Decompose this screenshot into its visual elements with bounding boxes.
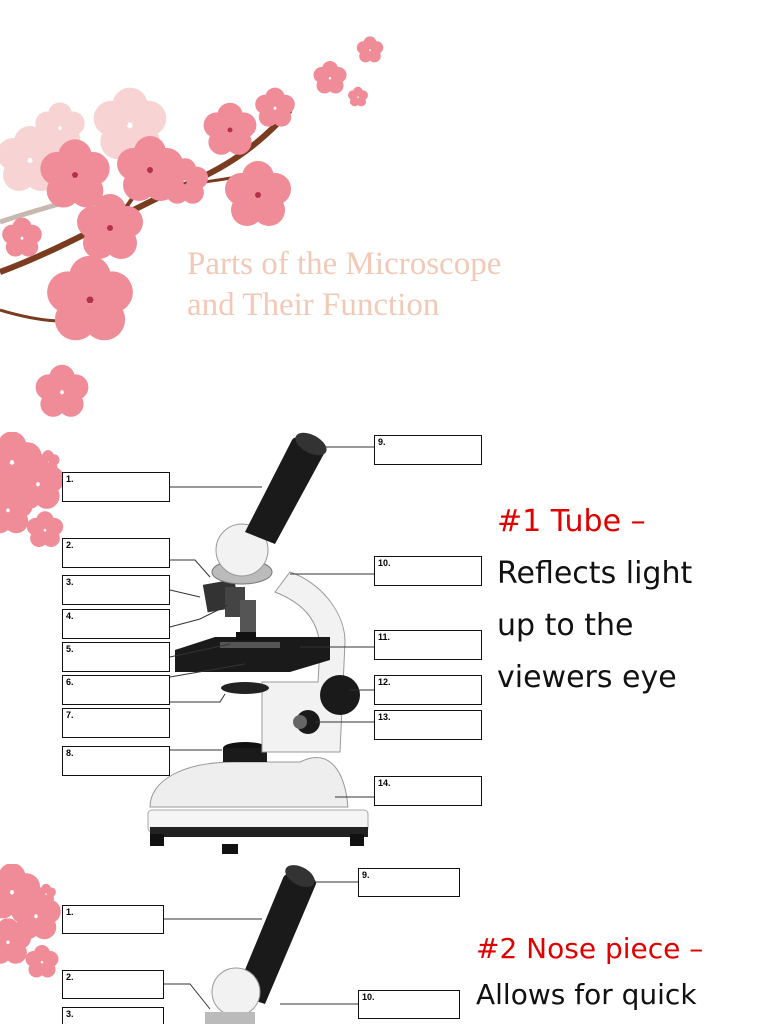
label-box-1[interactable]: 1. [62,905,164,934]
title-slide: Parts of the Microscope and Their Functi… [0,0,768,432]
label-box-6[interactable]: 6. [62,675,170,705]
function-line-1: Allows for quick [476,978,697,1011]
function-line-1: Reflects light [497,556,693,591]
part-description: #1 Tube – Reflects light up to the viewe… [497,496,692,704]
slide-part-1: 1. 2. 3. 4. 5. 6. 7. 8. 9. 10. 11. 12. 1… [0,432,768,864]
label-box-14[interactable]: 14. [374,776,482,806]
label-box-13[interactable]: 13. [374,710,482,740]
label-box-2[interactable]: 2. [62,538,170,568]
label-box-9[interactable]: 9. [374,435,482,465]
label-box-3[interactable]: 3. [62,575,170,605]
label-box-10[interactable]: 10. [374,556,482,586]
part-description: #2 Nose piece – Allows for quick [476,926,703,1018]
function-line-3: viewers eye [497,660,677,695]
label-box-10[interactable]: 10. [358,990,460,1019]
label-box-2[interactable]: 2. [62,970,164,999]
label-box-7[interactable]: 7. [62,708,170,738]
page-title: Parts of the Microscope and Their Functi… [187,244,501,326]
label-box-4[interactable]: 4. [62,609,170,639]
label-box-3[interactable]: 3. [62,1007,164,1024]
label-box-12[interactable]: 12. [374,675,482,705]
cherry-blossom-branch-icon [0,36,384,417]
label-box-11[interactable]: 11. [374,630,482,660]
label-box-9[interactable]: 9. [358,868,460,897]
label-box-1[interactable]: 1. [62,472,170,502]
slide-part-2: 1. 2. 3. 9. 10. #2 Nose piece – Allows f… [0,864,768,1024]
part-heading: #2 Nose piece – [476,932,704,965]
label-box-8[interactable]: 8. [62,746,170,776]
microscope-illustration-icon [0,864,360,1024]
title-line-2: and Their Function [187,287,440,323]
label-box-5[interactable]: 5. [62,642,170,672]
part-heading: #1 Tube – [497,504,646,539]
title-line-1: Parts of the Microscope [187,246,502,282]
function-line-2: up to the [497,608,634,643]
microscope-illustration-icon [0,432,376,854]
